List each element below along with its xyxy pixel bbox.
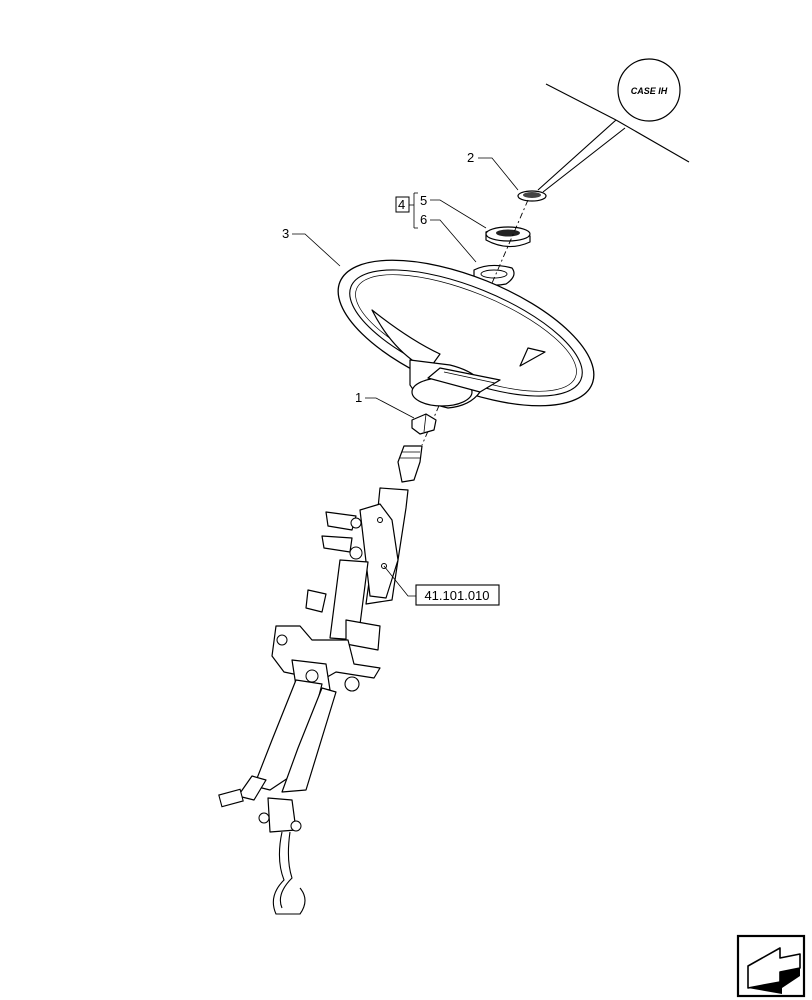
- callout-3: 3: [282, 226, 289, 241]
- case-ih-logo: CASE IH: [617, 58, 681, 122]
- leader-3: [292, 233, 341, 267]
- logo-text: CASE IH: [631, 86, 668, 96]
- callout-5: 5: [420, 193, 427, 208]
- reference-label: 41.101.010: [424, 588, 489, 603]
- detail-pointer: [537, 83, 690, 193]
- leader-2: [478, 157, 519, 191]
- hub-cover-part: [485, 226, 531, 248]
- steering-column-part: [218, 445, 423, 915]
- hex-nut-part: [411, 413, 437, 435]
- assembly-axis: [421, 199, 529, 446]
- leader-6: [430, 219, 477, 263]
- reference-leader: [383, 565, 416, 597]
- callout-1: 1: [355, 390, 362, 405]
- leader-1: [365, 397, 415, 419]
- leader-5: [430, 199, 487, 229]
- callout-2: 2: [467, 150, 474, 165]
- steering-wheel-part: [337, 259, 595, 409]
- callout-6: 6: [420, 212, 427, 227]
- next-page-arrow-icon[interactable]: [736, 934, 806, 998]
- kit-bracket: [395, 192, 418, 229]
- callout-4: 4: [398, 197, 405, 212]
- center-cap-part: [517, 190, 547, 202]
- reference-box: [415, 584, 500, 606]
- reference-link[interactable]: 41.101.010: [383, 565, 500, 606]
